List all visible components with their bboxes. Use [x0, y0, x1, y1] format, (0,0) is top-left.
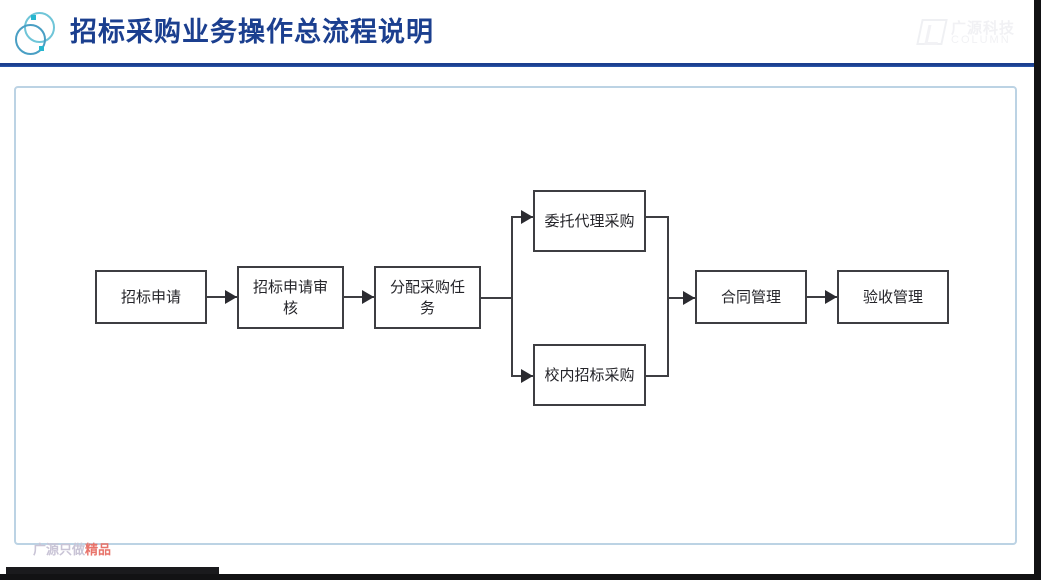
flow-node-acceptance-label: 验收管理	[862, 288, 923, 306]
flow-node-contract[interactable]: 合同管理	[695, 270, 807, 324]
flow-node-assign[interactable]: 分配采购任务	[374, 266, 481, 329]
window-edge-bottom-tab	[6, 567, 219, 574]
process-flow-diagram: 招标申请 招标申请审核 分配采购任务	[16, 88, 1019, 547]
flow-node-apply[interactable]: 招标申请	[95, 270, 207, 324]
logo-dot-bottom	[39, 46, 44, 51]
content-panel: 招标申请 招标申请审核 分配采购任务	[14, 86, 1017, 545]
arrow-head-apply-to-review	[225, 290, 237, 304]
window-edge-right	[1034, 0, 1041, 580]
connector-agency-to-merge	[646, 216, 669, 218]
page-title: 招标采购业务操作总流程说明	[70, 17, 434, 47]
flow-node-review[interactable]: 招标申请审核	[237, 266, 344, 329]
flow-node-contract-label: 合同管理	[720, 288, 781, 306]
arrow-head-split-to-internal	[521, 369, 533, 383]
logo-dot-top	[31, 15, 36, 20]
flow-node-agency-label: 委托代理采购	[544, 212, 635, 230]
flow-node-apply-label: 招标申请	[120, 288, 181, 306]
slogan-accent-text: 精品	[85, 542, 112, 557]
slogan-plain-text: 广源只做	[33, 542, 86, 557]
corp-logo-cn-text: 广源科技	[951, 20, 1016, 37]
connector-merge-to-contract	[667, 297, 695, 299]
connector-assign-split-bus	[511, 216, 513, 376]
arrow-head-review-to-assign	[362, 290, 374, 304]
flow-node-internal[interactable]: 校内招标采购	[533, 344, 646, 406]
corp-logo-en-text: COLUMN	[951, 34, 1011, 46]
header-divider	[0, 63, 1041, 67]
arrow-head-contract-to-acceptance	[825, 290, 837, 304]
logo-ring-lower	[15, 24, 46, 55]
flow-node-assign-label: 分配采购任务	[389, 278, 465, 317]
column-mark-icon	[916, 19, 948, 45]
flow-node-acceptance[interactable]: 验收管理	[837, 270, 949, 324]
flow-node-review-label: 招标申请审核	[252, 278, 328, 317]
connector-review-to-assign	[344, 296, 374, 298]
flow-node-agency[interactable]: 委托代理采购	[533, 190, 646, 252]
connector-assign-split-stem	[481, 297, 512, 299]
slide-header: 招标采购业务操作总流程说明 广源科技 COLUMN	[0, 0, 1041, 67]
arrow-head-split-to-agency	[521, 210, 533, 224]
connector-merge-bus	[667, 216, 669, 376]
arrow-head-merge-to-contract	[683, 291, 695, 305]
flow-node-internal-label: 校内招标采购	[544, 366, 635, 384]
connector-apply-to-review	[207, 296, 237, 298]
window-edge-bottom	[0, 574, 1041, 580]
slogan-watermark: 广源只做精品	[33, 542, 111, 558]
overlapping-rings-logo-icon	[10, 10, 62, 58]
connector-contract-to-acceptance	[807, 296, 838, 298]
corporate-watermark-logo: 广源科技 COLUMN	[916, 16, 1019, 50]
connector-internal-to-merge	[646, 375, 669, 377]
